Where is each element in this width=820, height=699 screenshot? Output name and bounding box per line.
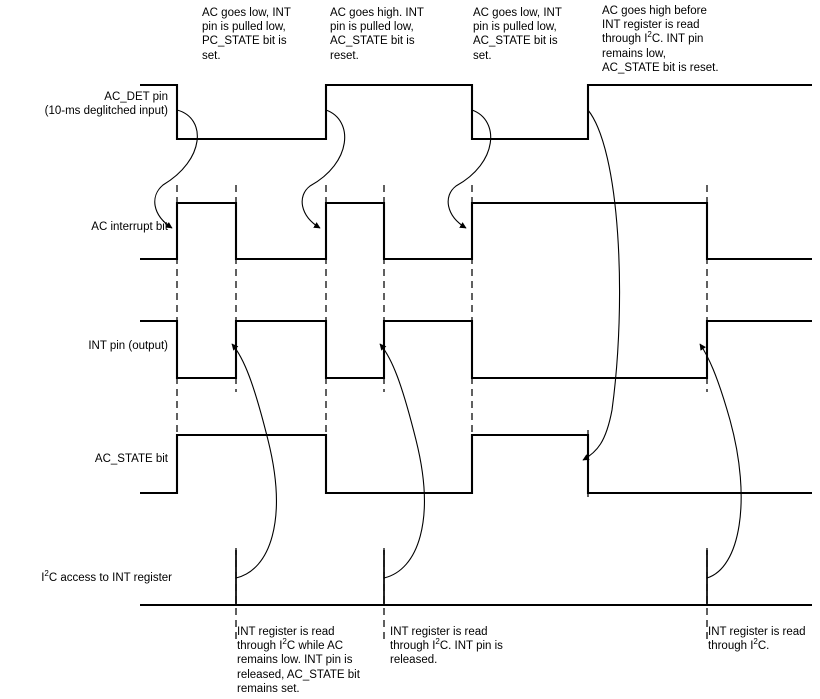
signal-label-i2c-access-to-int-register: I2C access to INT register (41, 569, 172, 584)
top-note-3: AC goes low, INT pin is pulled low, AC_S… (473, 7, 562, 62)
top-note-2: AC goes high. INT pin is pulled low, AC_… (330, 7, 424, 62)
arrow-i2c-1-to-int-pin-rise-1 (231, 343, 277, 579)
arrow-i2c-2-to-int-pin-rise-2 (379, 343, 425, 579)
arrow-acdet-fall-to-int-bit-1 (154, 109, 198, 229)
waveform-ac-det-pin (140, 83, 812, 141)
signal-label-ac-det-pin: AC_DET pin (10-ms deglitched input) (44, 91, 168, 118)
arrow-acdet-rise-to-int-bit-2 (301, 109, 346, 229)
arrow-acdet-rise-to-ac-state-fall (582, 109, 621, 461)
signal-label-ac-state-bit: AC_STATE bit (94, 453, 168, 465)
signal-label-ac-interrupt-bit: AC interrupt bit (91, 221, 168, 233)
arrow-acdet-fall-to-int-bit-3 (447, 109, 492, 229)
waveform-ac-interrupt-bit (140, 201, 812, 261)
top-note-1: AC goes low, INT pin is pulled low, PC_S… (202, 7, 291, 62)
signal-label-int-pin-output: INT pin (output) (88, 340, 168, 352)
arrow-i2c-3-to-int-pin-rise-3 (699, 343, 742, 579)
waveform-ac-state-bit (140, 433, 812, 495)
waveform-int-pin-output (140, 319, 812, 380)
